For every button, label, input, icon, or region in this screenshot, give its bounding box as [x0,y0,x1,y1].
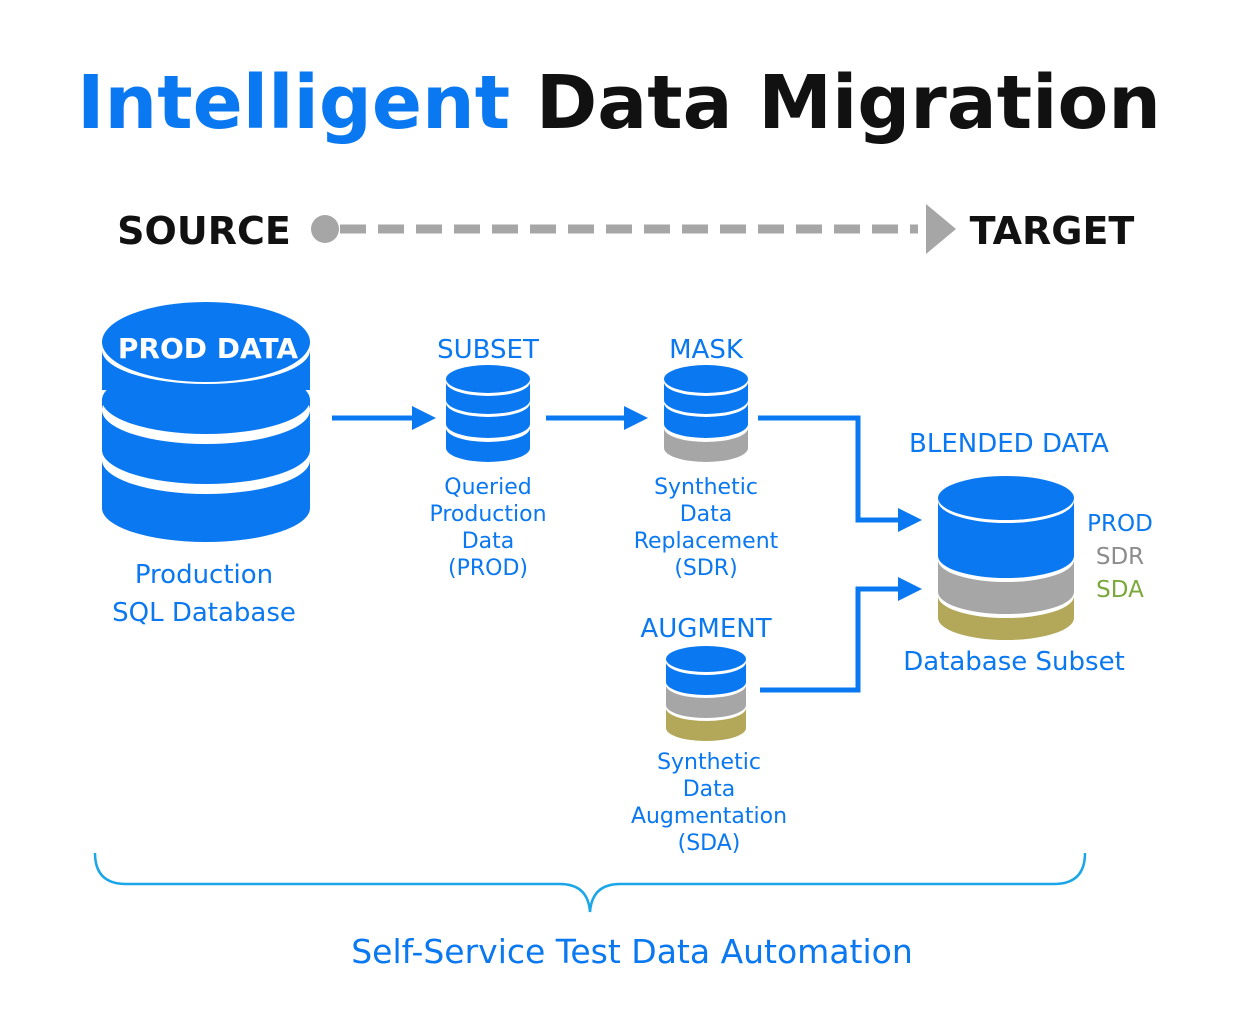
augment-caption-line-2: Data [683,777,736,802]
prod-caption-line-1: Production [135,560,273,590]
blended-legend-sda: SDA [1096,577,1144,603]
blended-legend-sdr: SDR [1096,544,1144,570]
target-label: TARGET [970,209,1135,253]
mask-title: MASK [669,335,744,365]
subset-caption-line-1: Queried [444,475,531,500]
augment-caption-line-4: (SDA) [678,831,741,856]
subset-title: SUBSET [437,335,539,365]
augment-caption-line-3: Augmentation [631,804,787,829]
arrow-subset-to-mask [546,406,648,430]
augment-database-icon [666,646,746,741]
title-rest: Data Migration [510,60,1161,146]
source-target-arrow [311,204,956,254]
augment-caption-line-1: Synthetic [657,750,761,775]
mask-caption-line-2: Data [680,502,733,527]
prod-database-icon [102,302,310,542]
title-highlight: Intelligent [77,60,510,146]
subset-caption-line-2: Production [429,502,546,527]
page-title: Intelligent Data Migration [77,60,1161,146]
prod-data-label: PROD DATA [118,332,299,365]
mask-database-icon [664,365,748,462]
augment-title: AUGMENT [640,614,771,644]
mask-caption-line-1: Synthetic [654,475,758,500]
arrow-mask-to-blended [758,415,922,532]
blended-legend-prod: PROD [1087,511,1153,537]
blended-title: BLENDED DATA [909,429,1109,459]
subset-caption-line-4: (PROD) [448,556,528,581]
prod-caption-line-2: SQL Database [112,598,296,628]
subset-database-icon [446,365,530,462]
blended-caption: Database Subset [903,647,1125,677]
mask-caption-line-3: Replacement [634,529,779,554]
flow-arrow-head [926,204,956,254]
footer-caption: Self-Service Test Data Automation [351,932,913,971]
curly-bracket [93,852,1087,913]
flow-start-dot [311,215,339,243]
arrow-augment-to-blended [760,577,922,693]
subset-caption-line-3: Data [462,529,515,554]
mask-caption-line-4: (SDR) [674,556,737,581]
arrow-prod-to-subset [332,406,436,430]
blended-database-icon [938,476,1074,640]
source-label: SOURCE [117,209,291,253]
